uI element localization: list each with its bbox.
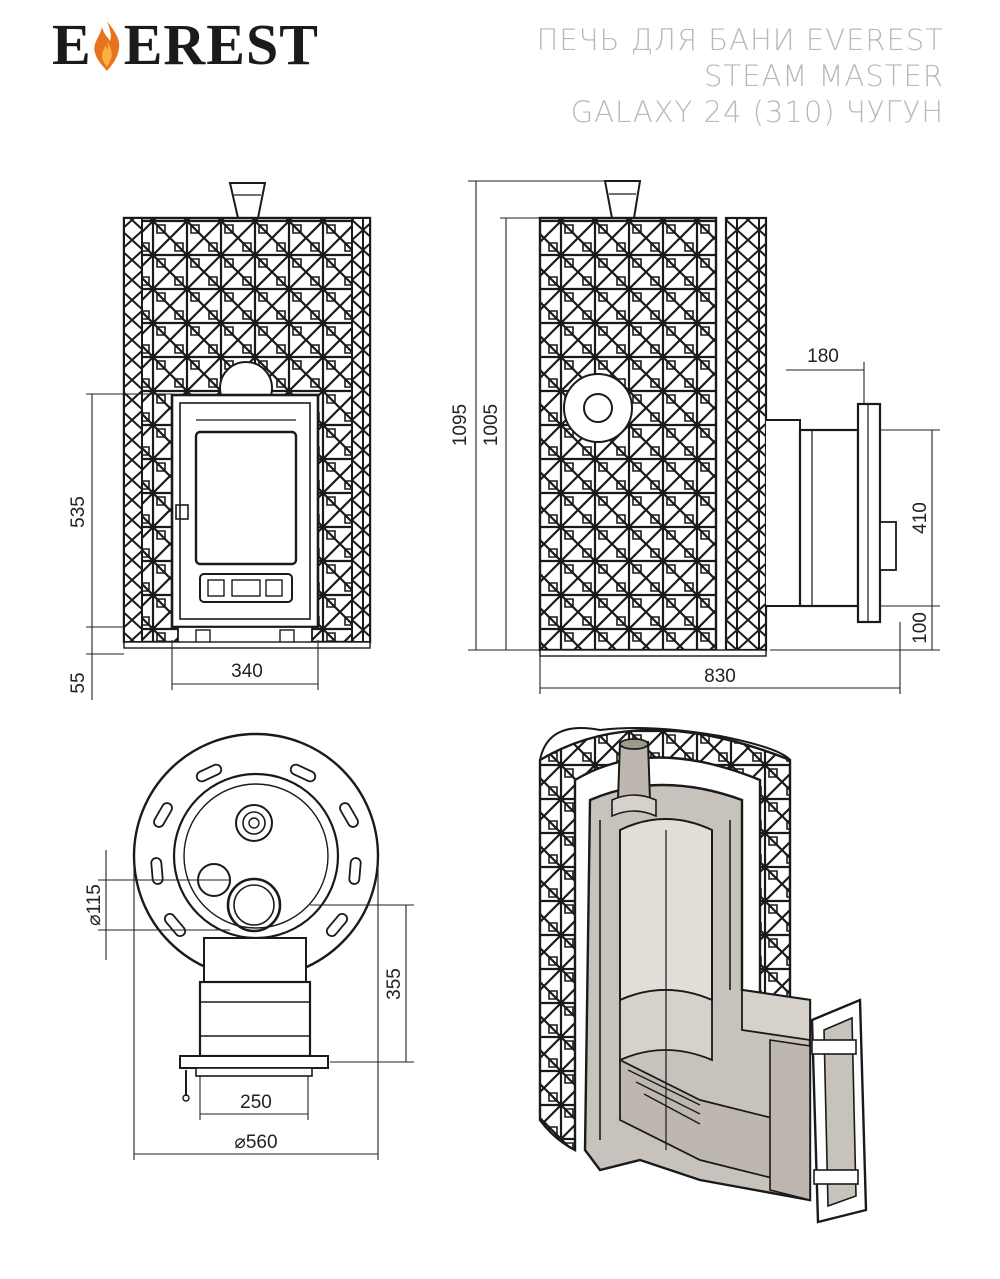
side-view	[538, 180, 897, 657]
dim-flue-diameter: ⌀115	[84, 884, 105, 926]
top-dimensions	[98, 850, 414, 1160]
brand-logo: E EREST	[52, 12, 319, 77]
title-line-1: ПЕЧЬ ДЛЯ БАНИ EVEREST	[536, 23, 944, 57]
dim-body-height: 1005	[481, 404, 502, 446]
dim-front-width: 340	[231, 661, 263, 682]
dim-door-width: 250	[240, 1092, 272, 1113]
front-view	[122, 182, 372, 649]
dim-front-leg: 55	[68, 672, 89, 693]
side-dimensions	[468, 180, 940, 694]
product-title: ПЕЧЬ ДЛЯ БАНИ EVEREST STEAM MASTER GALAX…	[536, 22, 944, 130]
title-line-2: STEAM MASTER	[704, 59, 944, 93]
flame-icon	[88, 19, 126, 73]
dim-tank-offset: 180	[807, 346, 839, 367]
dim-tank-height: 410	[910, 502, 931, 534]
front-dimensions	[86, 393, 319, 700]
top-view	[132, 732, 380, 1102]
dim-total-depth: 830	[704, 666, 736, 687]
dim-total-height: 1095	[450, 404, 471, 446]
dim-front-height: 535	[68, 496, 89, 528]
dim-body-diameter: ⌀560	[234, 1132, 277, 1153]
title-line-3: GALAXY 24 (310) ЧУГУН	[570, 95, 944, 129]
dim-firebox-length: 355	[384, 968, 405, 1000]
brand-prefix: E	[52, 11, 92, 77]
brand-suffix: EREST	[123, 11, 319, 77]
cutaway-view	[538, 727, 868, 1224]
dim-tank-bottom: 100	[910, 612, 931, 644]
